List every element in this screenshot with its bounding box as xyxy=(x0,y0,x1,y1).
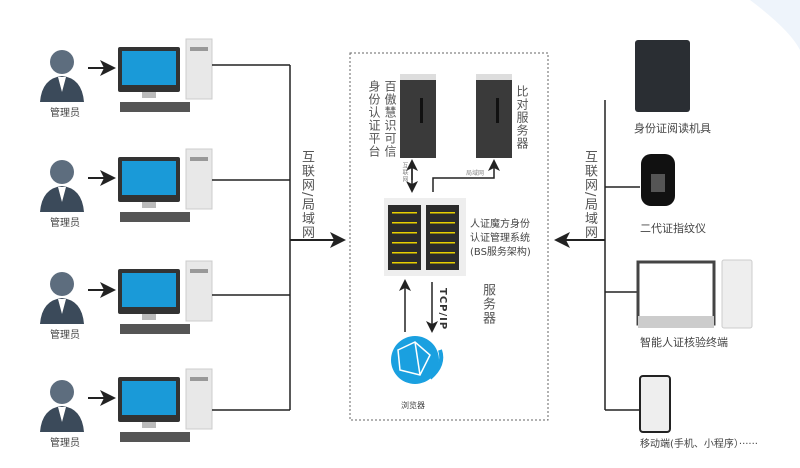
browser-icon xyxy=(391,336,444,384)
server-label: 服务器 xyxy=(480,283,495,325)
device-label: 智能人证核验终端 xyxy=(640,336,728,349)
left-admins xyxy=(40,38,346,443)
browser-label: 浏览器 xyxy=(401,401,425,410)
admin-label: 管理员 xyxy=(50,218,80,229)
platform-label-col2: 身份认证平台 xyxy=(367,80,381,158)
network-label-right: 互联网/局域网 xyxy=(582,150,597,240)
device-label: 移动端(手机、小程序）······ xyxy=(640,439,758,450)
admin-label: 管理员 xyxy=(50,108,80,119)
right-devices xyxy=(554,40,753,433)
admin-label: 管理员 xyxy=(50,330,80,341)
network-label-left: 互联网/局域网 xyxy=(299,150,314,240)
internet-link-label: 互联网 xyxy=(401,162,408,183)
admin-label: 管理员 xyxy=(50,438,80,449)
platform-label-col1: 百傲慧识可信 xyxy=(383,80,397,158)
compare-server-label: 比对服务器 xyxy=(515,85,529,150)
server-box xyxy=(349,52,549,421)
tcpip-label: TCP/IP xyxy=(437,288,448,331)
device-label: 二代证指纹仪 xyxy=(640,222,706,235)
lan-link-label: 局域网 xyxy=(466,170,485,177)
device-label: 身份证阅读机具 xyxy=(634,122,711,135)
main-system-label: 人证魔方身份 认证管理系统 (BS服务架构) xyxy=(470,219,531,258)
main-server xyxy=(384,198,466,276)
